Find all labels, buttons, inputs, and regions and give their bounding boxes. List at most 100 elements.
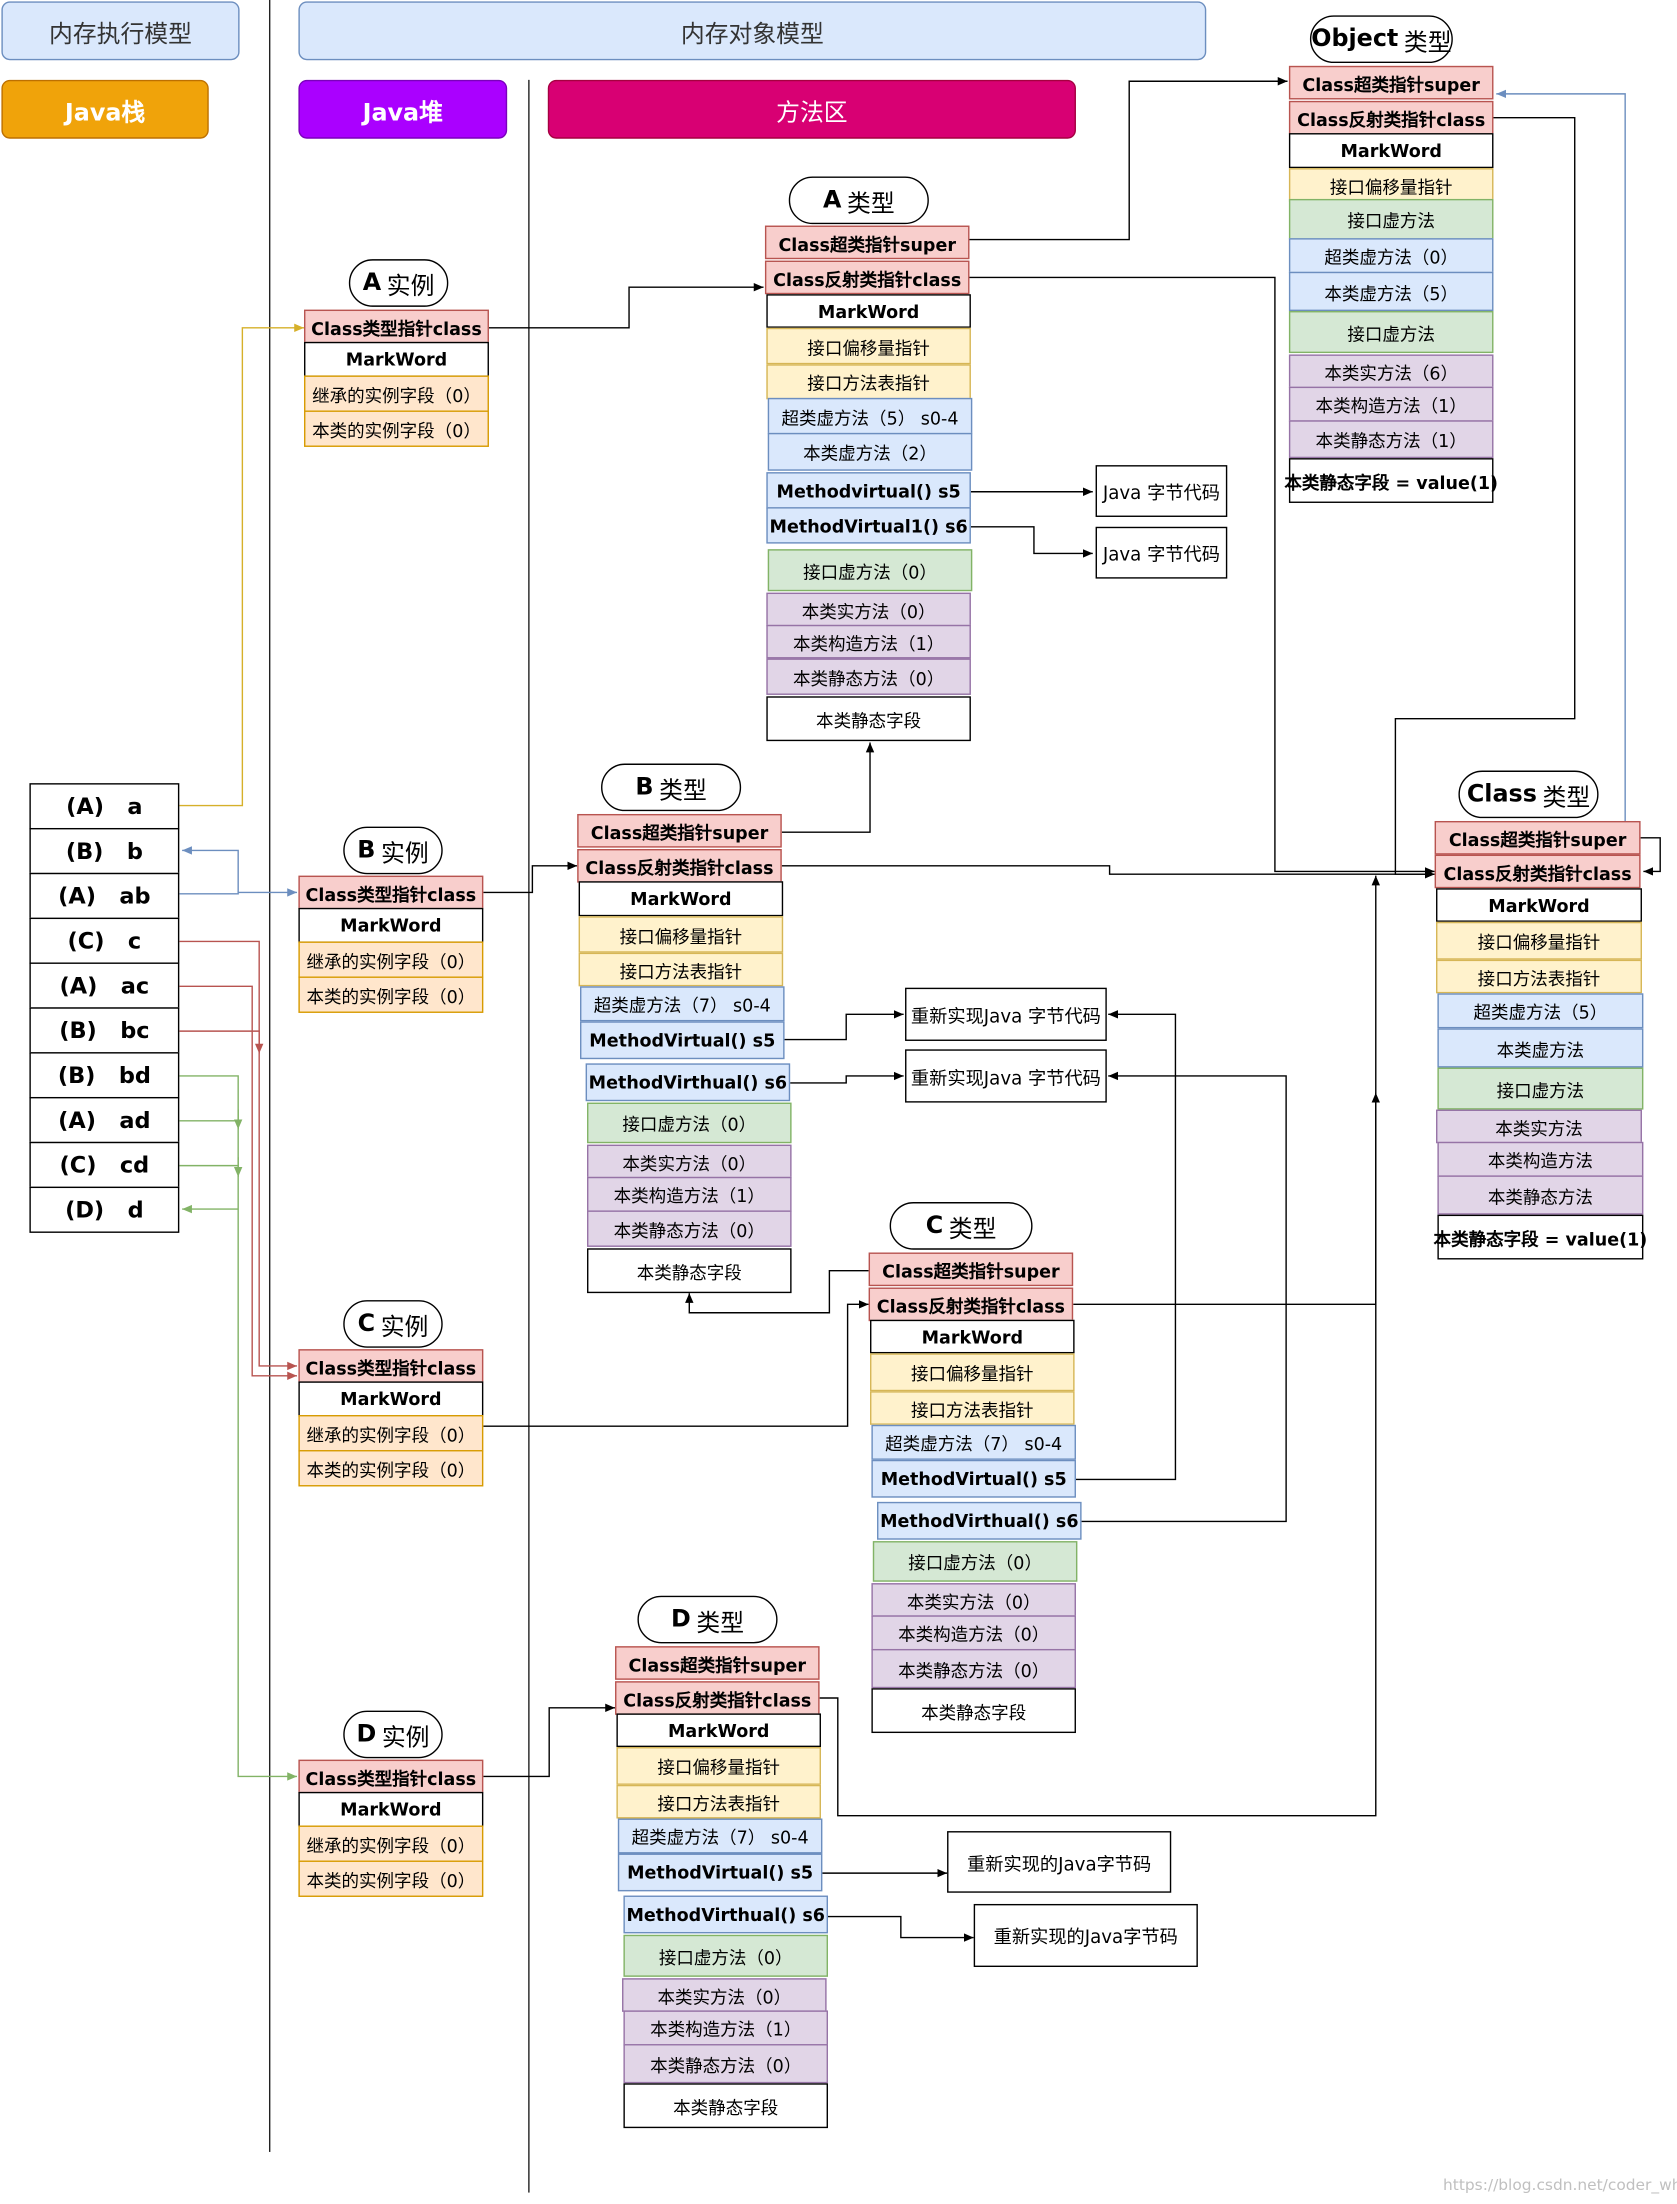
stack-var-ad: (A) ad xyxy=(29,1096,180,1144)
type-b-bytecode-box-2: 重新实现Java 字节代码 xyxy=(905,1049,1107,1103)
band-method-area: 方法区 xyxy=(547,79,1076,139)
instance-c-inherited-fields: 继承的实例字段（0） xyxy=(298,1415,484,1452)
type-a-own-instance-methods: 本类实方法（0） xyxy=(766,592,971,627)
band-java-heap: Java堆 xyxy=(298,79,508,139)
type-a-markword: MarkWord xyxy=(766,294,971,328)
type-c-interface-virtual: 接口虚方法（0） xyxy=(872,1541,1078,1582)
instance-b-class-pointer: Class类型指针class xyxy=(298,875,484,910)
instance-a-inherited-fields: 继承的实例字段（0） xyxy=(304,375,489,412)
type-object-own-virtual: 本类虚方法（5） xyxy=(1288,271,1494,312)
type-class-constructors: 本类构造方法 xyxy=(1437,1141,1644,1177)
type-a-constructors: 本类构造方法（1） xyxy=(766,624,971,659)
type-class-static-fields: 本类静态字段 = value(1) xyxy=(1434,1214,1647,1260)
type-object-super-pointer: Class超类指针super xyxy=(1288,65,1494,100)
type-b-super-virtual: 超类虚方法（7） s0-4 xyxy=(580,986,785,1022)
type-class-super-pointer: Class超类指针super xyxy=(1434,820,1641,855)
stack-var-ab: (A) ab xyxy=(29,872,180,920)
type-c-constructors: 本类构造方法（0） xyxy=(871,1615,1076,1651)
type-b-static-methods: 本类静态方法（0） xyxy=(587,1210,792,1247)
type-b-interface-table: 接口方法表指针 xyxy=(578,952,784,987)
type-d-bytecode-box-2: 重新实现的Java字节码 xyxy=(973,1903,1198,1968)
type-a-static-methods: 本类静态方法（0） xyxy=(766,658,971,695)
type-c-title: C 类型 xyxy=(889,1202,1033,1250)
stack-var-bc: (B) bc xyxy=(29,1007,180,1054)
type-object-static-methods: 本类静态方法（1） xyxy=(1288,420,1494,459)
type-c-interface-table: 接口方法表指针 xyxy=(870,1391,1075,1425)
type-object-super-virtual: 超类虚方法（0） xyxy=(1288,238,1494,274)
type-object-interface-virtual-1: 接口虚方法 xyxy=(1288,198,1494,240)
stack-var-c: (C) c xyxy=(29,917,180,964)
type-b-method-s5: MethodVirtual() s5 xyxy=(580,1021,785,1060)
divider-stack-heap xyxy=(268,0,271,2152)
instance-b-inherited-fields: 继承的实例字段（0） xyxy=(298,941,484,978)
instance-d-class-pointer: Class类型指针class xyxy=(298,1759,484,1794)
type-d-interface-virtual: 接口虚方法（0） xyxy=(623,1934,828,1977)
type-object-markword: MarkWord xyxy=(1288,133,1494,169)
stack-var-bd: (B) bd xyxy=(29,1052,180,1099)
stack-var-ac: (A) ac xyxy=(29,962,180,1009)
type-b-class-pointer: Class反射类指针class xyxy=(577,849,782,883)
type-c-own-instance-methods: 本类实方法（0） xyxy=(871,1583,1076,1617)
instance-c-own-fields: 本类的实例字段（0） xyxy=(298,1450,484,1487)
type-a-interface-table: 接口方法表指针 xyxy=(766,364,971,400)
type-a-method-s5: Methodvirtual() s5 xyxy=(766,472,971,509)
type-class-markword: MarkWord xyxy=(1436,888,1642,922)
type-d-constructors: 本类构造方法（1） xyxy=(623,2010,828,2046)
type-object-constructors: 本类构造方法（1） xyxy=(1288,386,1494,422)
stack-var-cd: (C) cd xyxy=(29,1141,180,1189)
type-object-interface-virtual-2: 接口虚方法 xyxy=(1288,311,1494,354)
header-exec-model: 内存执行模型 xyxy=(1,1,240,61)
type-d-static-fields: 本类静态字段 xyxy=(623,2083,828,2129)
type-c-static-methods: 本类静态方法（0） xyxy=(871,1648,1076,1689)
type-b-constructors: 本类构造方法（1） xyxy=(587,1176,792,1212)
type-object-interface-offset: 接口偏移量指针 xyxy=(1288,168,1494,202)
type-c-super-pointer: Class超类指针super xyxy=(868,1252,1074,1287)
type-class-own-virtual: 本类虚方法 xyxy=(1437,1028,1644,1068)
divider-heap-method xyxy=(528,79,530,2193)
watermark: https://blog.csdn.net/coder_what xyxy=(1443,2175,1677,2194)
type-d-interface-table: 接口方法表指针 xyxy=(616,1784,821,1819)
type-a-own-virtual: 本类虚方法（2） xyxy=(767,432,973,471)
type-object-static-fields: 本类静态字段 = value(1) xyxy=(1284,458,1498,503)
type-a-class-pointer: Class反射类指针class xyxy=(764,260,970,295)
type-a-bytecode-box-2: Java 字节代码 xyxy=(1095,526,1228,579)
type-class-interface-offset: 接口偏移量指针 xyxy=(1436,921,1642,960)
type-class-interface-table: 接口方法表指针 xyxy=(1436,959,1642,994)
instance-b-own-fields: 本类的实例字段（0） xyxy=(298,976,484,1013)
type-class-interface-virtual: 接口虚方法 xyxy=(1437,1067,1644,1110)
type-c-method-s6: MethodVirthual() s6 xyxy=(877,1501,1082,1540)
type-b-method-s6: MethodVirthual() s6 xyxy=(585,1063,791,1102)
type-class-class-pointer: Class反射类指针class xyxy=(1434,854,1641,889)
stack-var-b: (B) b xyxy=(29,827,180,875)
type-b-interface-offset: 接口偏移量指针 xyxy=(578,916,784,953)
instance-a-own-fields: 本类的实例字段（0） xyxy=(304,410,489,447)
type-class-own-instance-methods: 本类实方法 xyxy=(1436,1109,1642,1144)
type-a-super-pointer: Class超类指针super xyxy=(764,225,970,260)
header-object-model: 内存对象模型 xyxy=(298,1,1207,61)
type-c-super-virtual: 超类虚方法（7） s0-4 xyxy=(871,1424,1076,1460)
type-a-method-s6: MethodVirtual1() s6 xyxy=(766,507,971,544)
type-d-bytecode-box-1: 重新实现的Java字节码 xyxy=(947,1831,1172,1893)
type-b-super-pointer: Class超类指针super xyxy=(577,813,782,848)
type-d-method-s5: MethodVirtual() s5 xyxy=(617,1853,823,1892)
type-d-title: D 类型 xyxy=(637,1595,778,1644)
type-d-super-pointer: Class超类指针super xyxy=(615,1646,820,1680)
type-d-class-pointer: Class反射类指针class xyxy=(615,1681,820,1715)
type-d-interface-offset: 接口偏移量指针 xyxy=(616,1747,821,1785)
type-d-static-methods: 本类静态方法（0） xyxy=(623,2044,828,2084)
type-b-own-instance-methods: 本类实方法（0） xyxy=(587,1144,792,1179)
type-c-method-s5: MethodVirtual() s5 xyxy=(871,1459,1076,1498)
type-b-static-fields: 本类静态字段 xyxy=(587,1248,792,1294)
type-a-interface-virtual: 接口虚方法（0） xyxy=(767,549,973,592)
instance-d-markword: MarkWord xyxy=(298,1791,484,1827)
instance-c-class-pointer: Class类型指针class xyxy=(298,1349,484,1383)
type-b-interface-virtual: 接口虚方法（0） xyxy=(587,1102,792,1144)
type-d-own-instance-methods: 本类实方法（0） xyxy=(622,1978,827,2012)
type-c-interface-offset: 接口偏移量指针 xyxy=(870,1353,1075,1392)
